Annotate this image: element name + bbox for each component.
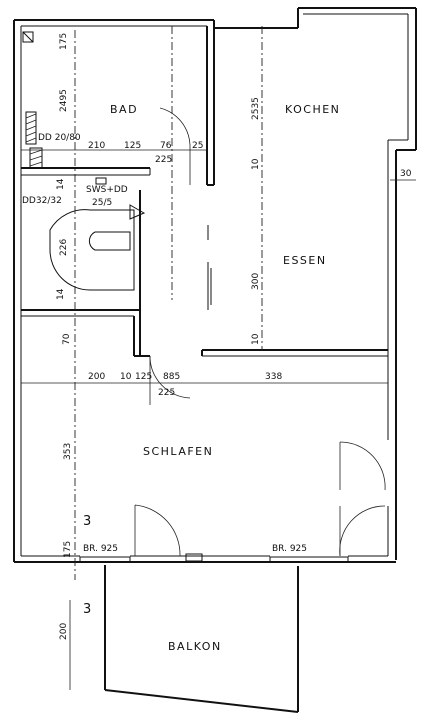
dim-210: 210 xyxy=(88,141,105,151)
section-mark-bottom: 3 xyxy=(83,602,91,617)
dim-10-c: 10 xyxy=(120,372,132,382)
window-label-left: BR. 925 xyxy=(83,544,118,554)
label-dd-left: DD32/32 xyxy=(22,196,62,206)
fixtures xyxy=(22,31,146,291)
section-mark-top: 3 xyxy=(83,514,91,529)
dim-70: 70 xyxy=(62,333,72,345)
dim-175-bottom: 175 xyxy=(63,541,73,558)
dim-125-c: 125 xyxy=(135,372,152,382)
dimension-lines xyxy=(21,26,416,690)
dim-30: 30 xyxy=(400,169,412,179)
dim-76: 76 xyxy=(160,141,172,151)
dim-25: 25 xyxy=(192,141,203,151)
dim-353: 353 xyxy=(63,443,73,460)
dim-226: 226 xyxy=(59,239,69,256)
label-dd-bad: DD 20/80 xyxy=(38,133,81,143)
dim-10-b: 10 xyxy=(251,333,261,345)
dim-338: 338 xyxy=(265,372,282,382)
dim-125-bad: 125 xyxy=(124,141,141,151)
dim-200: 200 xyxy=(88,372,105,382)
room-label-essen: ESSEN xyxy=(283,254,327,267)
fixture-labels: DD 20/80 DD32/32 SWS+DD 25/5 xyxy=(22,133,128,208)
doors xyxy=(134,107,386,562)
dimension-labels: 175 2495 210 125 76 225 25 14 226 14 70 … xyxy=(56,33,412,640)
room-label-schlafen: SCHLAFEN xyxy=(143,445,213,458)
windows xyxy=(79,556,349,563)
interior-walls xyxy=(21,26,388,357)
room-label-kochen: KOCHEN xyxy=(285,103,340,116)
balcony xyxy=(104,565,299,713)
dim-885: 885 xyxy=(163,372,180,382)
dim-2495: 2495 xyxy=(59,89,69,112)
dim-14-b: 14 xyxy=(56,288,66,300)
dim-200-balkon: 200 xyxy=(59,623,69,640)
label-sws-dd: SWS+DD xyxy=(86,185,128,195)
dim-175-top: 175 xyxy=(59,33,69,50)
room-label-balkon: BALKON xyxy=(168,640,222,653)
label-sws-dd-size: 25/5 xyxy=(92,198,112,208)
dim-2535: 2535 xyxy=(251,97,261,120)
dim-14-a: 14 xyxy=(56,178,66,190)
window-label-right: BR. 925 xyxy=(272,544,307,554)
room-labels: BAD KOCHEN ESSEN SCHLAFEN BALKON xyxy=(110,103,340,653)
dim-10-a: 10 xyxy=(251,158,261,170)
outer-walls xyxy=(13,7,417,563)
dim-300: 300 xyxy=(251,273,261,290)
dim-225-c: 225 xyxy=(158,388,175,398)
dim-225-bad: 225 xyxy=(155,155,172,165)
room-label-bad: BAD xyxy=(110,103,138,116)
